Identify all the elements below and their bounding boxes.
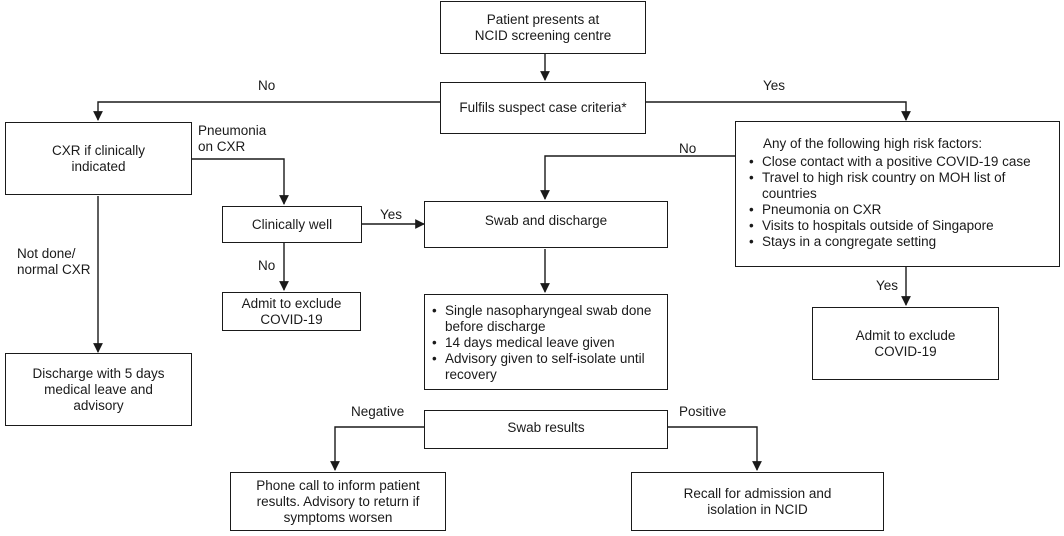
list-item: Visits to hospitals outside of Singapore <box>748 218 1042 234</box>
arrow-risk-no <box>540 155 735 200</box>
discharge-box: Discharge with 5 days medical leave and … <box>5 353 192 426</box>
list-item: Close contact with a positive COVID-19 c… <box>748 154 1042 170</box>
swab-info-box: Single nasopharyngeal swab done before d… <box>424 294 668 390</box>
label-yes-criteria: Yes <box>763 78 786 93</box>
swab-results-box: Swab results <box>424 410 668 449</box>
list-item: 14 days medical leave given <box>431 335 661 351</box>
label-no-clinically-well: No <box>258 258 276 273</box>
swab-discharge-box: Swab and discharge <box>424 201 668 248</box>
label-yes-admit: Yes <box>876 278 899 293</box>
list-item: Stays in a congregate setting <box>748 234 1042 250</box>
high-risk-title: Any of the following high risk factors: <box>763 136 983 151</box>
high-risk-list: Close contact with a positive COVID-19 c… <box>748 154 1042 250</box>
list-item: Travel to high risk country on MOH list … <box>748 170 1042 202</box>
label-pneumonia: Pneumonia on CXR <box>198 123 267 154</box>
list-item: Advisory given to self-isolate until rec… <box>431 351 661 383</box>
list-item: Single nasopharyngeal swab done before d… <box>431 303 661 335</box>
label-no-risk: No <box>679 141 697 156</box>
label-not-done: Not done/ normal CXR <box>17 246 91 277</box>
arrow-results-negative <box>330 426 424 471</box>
clinically-well-box: Clinically well <box>222 206 362 243</box>
high-risk-box: Any of the following high risk factors: … <box>735 121 1060 267</box>
suspect-criteria-box: Fulfils suspect case criteria* <box>440 82 646 134</box>
admit-left-box: Admit to exclude COVID-19 <box>222 292 361 331</box>
label-negative: Negative <box>351 404 405 419</box>
cxr-box: CXR if clinically indicated <box>5 122 192 195</box>
arrow-criteria-yes <box>646 101 911 121</box>
list-item: Pneumonia on CXR <box>748 202 1042 218</box>
arrow-cxr-pneumonia <box>192 158 289 205</box>
arrow-criteria-no <box>93 101 440 121</box>
arrow-results-positive <box>668 426 762 471</box>
start-box: Patient presents at NCID screening centr… <box>440 1 646 54</box>
recall-box: Recall for admission and isolation in NC… <box>631 472 884 531</box>
swab-info-list: Single nasopharyngeal swab done before d… <box>431 303 661 383</box>
admit-right-box: Admit to exclude COVID-19 <box>812 307 999 380</box>
phone-call-box: Phone call to inform patient results. Ad… <box>230 472 446 531</box>
label-no-criteria: No <box>258 78 276 93</box>
label-positive: Positive <box>679 404 727 419</box>
label-yes-clinically-well: Yes <box>380 207 403 222</box>
